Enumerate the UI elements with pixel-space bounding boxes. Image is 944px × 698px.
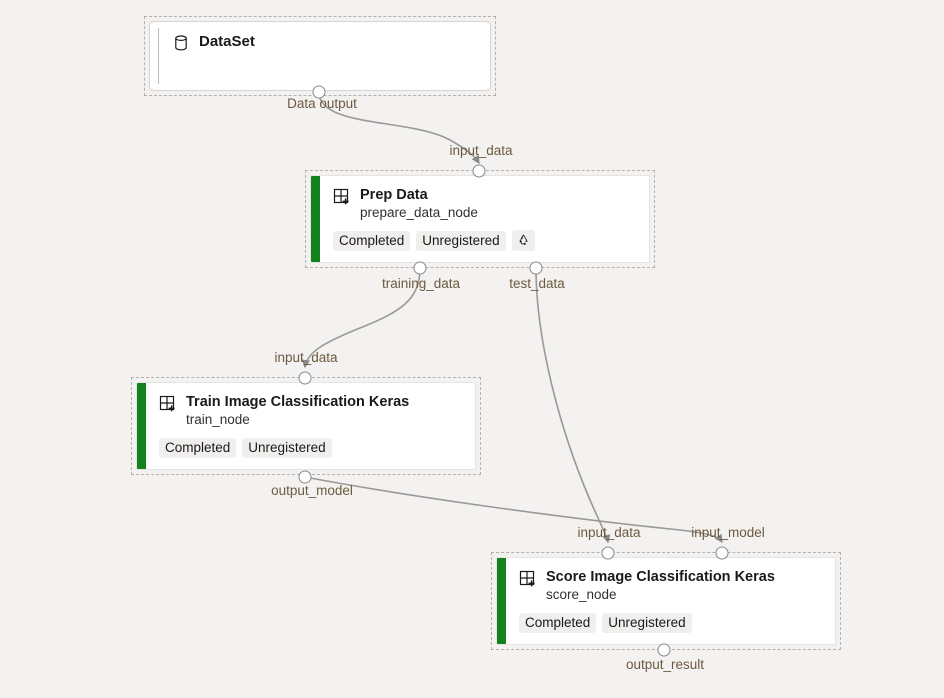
registration-badge: Unregistered: [602, 613, 692, 633]
module-grid-icon: [159, 395, 177, 413]
node-train-titles: Train Image Classification Keras train_n…: [186, 394, 409, 428]
node-dataset[interactable]: DataSet: [144, 16, 496, 96]
node-prep-data[interactable]: Prep Data prepare_data_node Completed Un…: [305, 170, 655, 268]
port-prep-training-data[interactable]: [413, 261, 427, 275]
node-score-body: Score Image Classification Keras score_n…: [497, 558, 835, 644]
node-dataset-card: DataSet: [149, 21, 491, 91]
registration-badge: Unregistered: [416, 230, 506, 251]
node-prep-data-card: Prep Data prepare_data_node Completed Un…: [310, 175, 650, 263]
node-score-card: Score Image Classification Keras score_n…: [496, 557, 836, 645]
port-label-training-data: training_data: [381, 276, 461, 291]
port-dataset-data-output[interactable]: [312, 85, 326, 99]
node-score-titles: Score Image Classification Keras score_n…: [546, 569, 775, 603]
node-train-status-bar: [137, 383, 146, 469]
edge-train-to-score-model: [304, 476, 723, 544]
status-badge: Completed: [519, 613, 597, 633]
node-prep-data-status-bar: [311, 176, 320, 262]
node-prep-data-titles: Prep Data prepare_data_node: [360, 187, 478, 221]
port-label-prep-input-data: input_data: [449, 143, 513, 158]
node-train[interactable]: Train Image Classification Keras train_n…: [131, 377, 481, 475]
port-label-output-model: output_model: [271, 483, 353, 498]
node-score-title: Score Image Classification Keras: [546, 569, 775, 585]
port-label-test-data: test_data: [509, 276, 565, 291]
port-prep-test-data[interactable]: [529, 261, 543, 275]
registration-badge: Unregistered: [242, 438, 332, 458]
module-grid-icon: [519, 570, 537, 588]
node-prep-data-badges: Completed Unregistered: [333, 230, 637, 251]
port-prep-input-data[interactable]: [472, 164, 486, 178]
node-score-title-row: Score Image Classification Keras score_n…: [519, 569, 823, 603]
port-train-output-model[interactable]: [298, 470, 312, 484]
port-score-input-data[interactable]: [601, 546, 615, 560]
node-score-subtitle: score_node: [546, 587, 617, 603]
node-train-subtitle: train_node: [186, 412, 250, 428]
node-train-title-row: Train Image Classification Keras train_n…: [159, 394, 463, 428]
node-prep-data-title-row: Prep Data prepare_data_node: [333, 187, 637, 221]
node-score-status-bar: [497, 558, 506, 644]
port-score-output-result[interactable]: [657, 643, 671, 657]
node-train-title: Train Image Classification Keras: [186, 394, 410, 410]
reuse-badge[interactable]: [511, 230, 535, 251]
module-grid-icon: [333, 188, 351, 206]
node-dataset-title: DataSet: [199, 33, 255, 50]
port-train-input-data[interactable]: [298, 371, 312, 385]
node-score[interactable]: Score Image Classification Keras score_n…: [491, 552, 841, 650]
port-label-score-input-model: input_model: [691, 525, 765, 540]
port-label-score-input-data: input_data: [577, 525, 641, 540]
node-prep-data-title: Prep Data: [360, 187, 428, 203]
status-badge: Completed: [159, 438, 237, 458]
edge-prep-to-score-data: [535, 267, 611, 544]
node-prep-data-body: Prep Data prepare_data_node Completed Un…: [311, 176, 649, 262]
node-score-badges: Completed Unregistered: [519, 613, 823, 633]
node-train-card: Train Image Classification Keras train_n…: [136, 382, 476, 470]
recycle-icon: [517, 233, 530, 249]
port-label-output-result: output_result: [625, 657, 705, 672]
node-dataset-body: DataSet: [150, 22, 490, 90]
node-dataset-title-row: DataSet: [172, 33, 478, 52]
node-train-badges: Completed Unregistered: [159, 438, 463, 458]
port-label-data-output: Data output: [287, 96, 357, 111]
database-cylinder-icon: [172, 34, 190, 52]
port-score-input-model[interactable]: [715, 546, 729, 560]
node-dataset-titles: DataSet: [199, 33, 255, 51]
status-badge: Completed: [333, 230, 411, 251]
dataset-accent-bar: [158, 28, 159, 84]
port-label-train-input-data: input_data: [274, 350, 338, 365]
node-train-body: Train Image Classification Keras train_n…: [137, 383, 475, 469]
node-prep-data-subtitle: prepare_data_node: [360, 205, 478, 221]
